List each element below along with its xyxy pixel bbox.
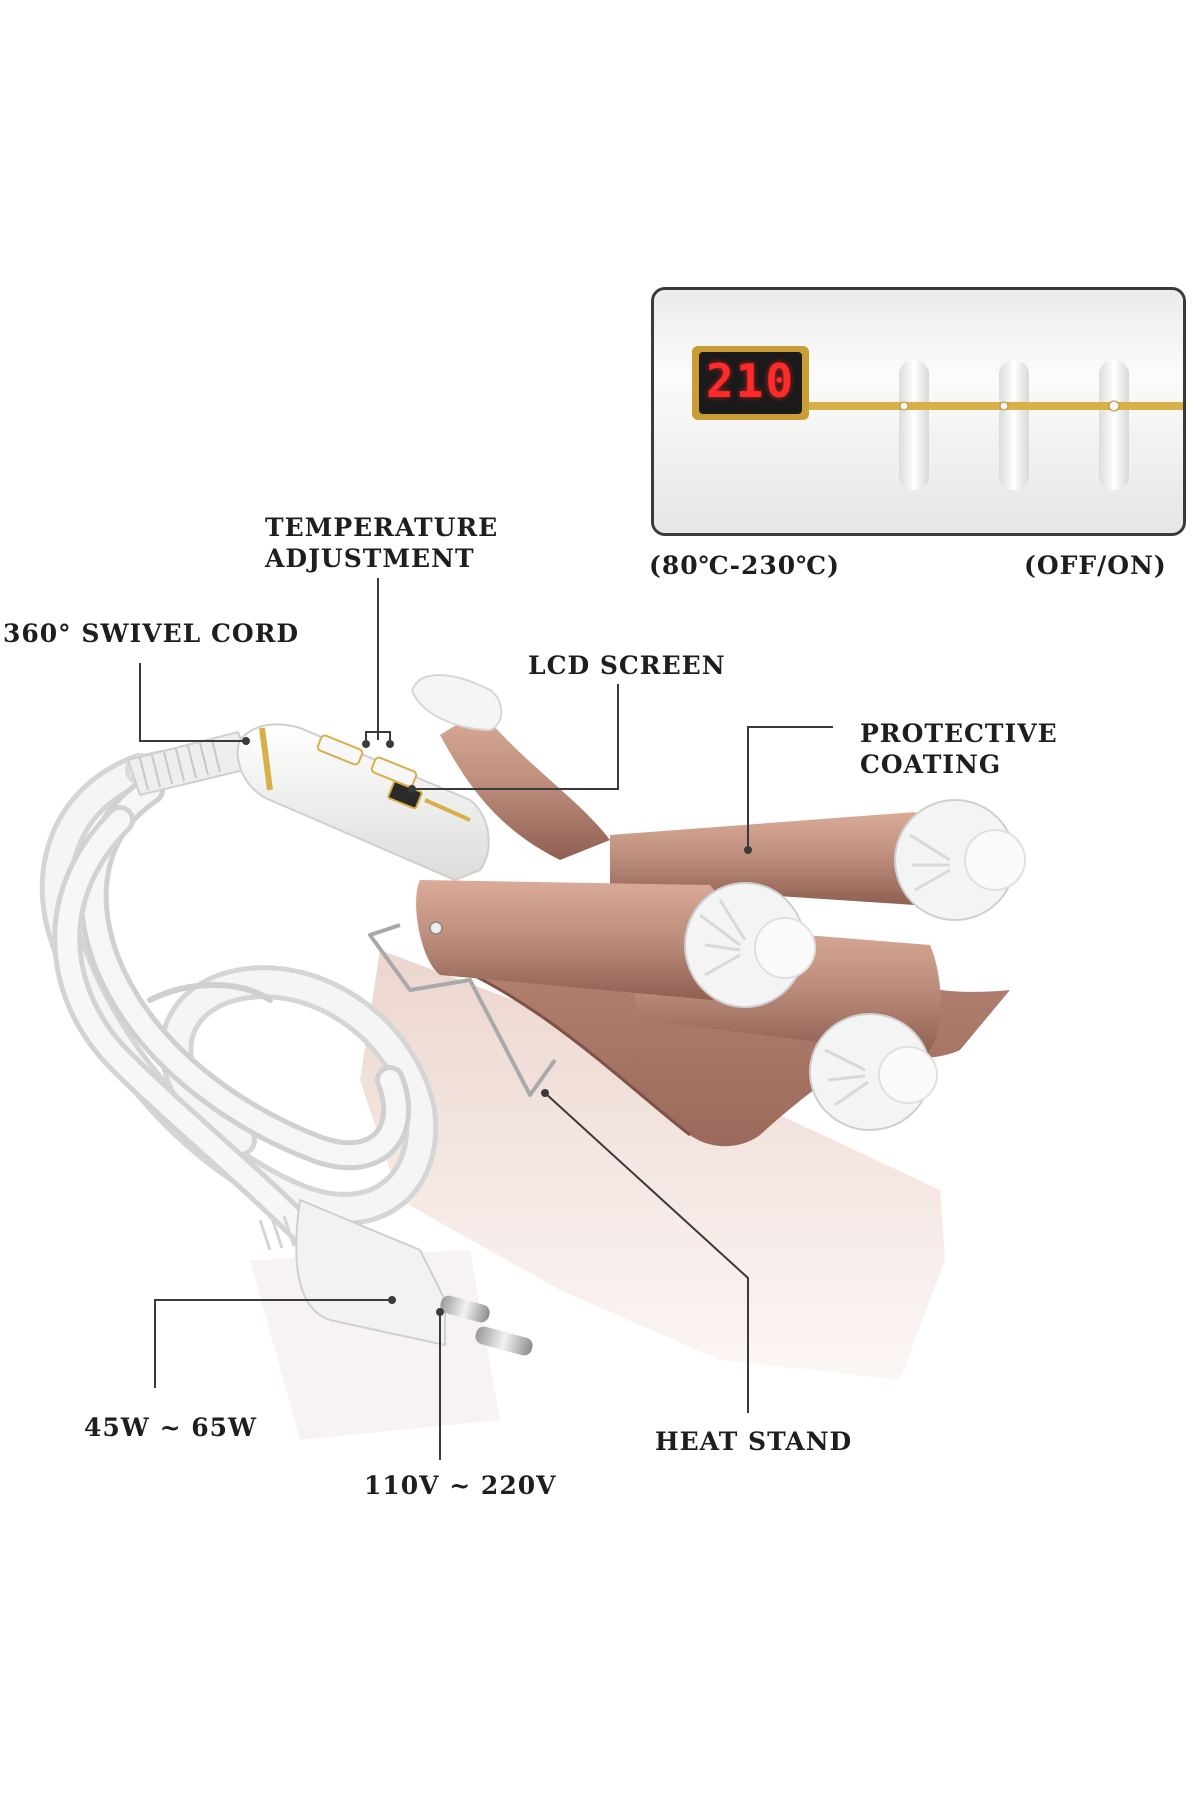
leader-swivel-cord [139, 663, 246, 742]
callout-lines [139, 578, 833, 1460]
temperature-range-label: (80℃-230℃) [649, 551, 840, 580]
protective-coating-line-1: PROTECTIVE [860, 719, 1058, 748]
leader-wattage [154, 1299, 392, 1388]
lcd-temperature-readout: 210 [705, 354, 796, 408]
cool-tip-front [684, 882, 816, 1008]
clamp-lever [410, 674, 610, 860]
protective-coating-label: PROTECTIVE COATING [860, 718, 1058, 780]
power-toggle-label: (OFF/ON) [1024, 551, 1167, 580]
swivel-cord-label: 360° SWIVEL CORD [3, 619, 300, 648]
gold-trim-bar [794, 400, 1183, 412]
inset-art [654, 290, 1183, 533]
leader-lcd-screen [412, 684, 619, 790]
lcd-closeup-inset: 210 [651, 287, 1186, 536]
leader-heat-stand [544, 1092, 749, 1413]
upper-barrel [610, 812, 929, 905]
lcd-screen-label: LCD SCREEN [528, 651, 726, 680]
barrel-reflection [360, 950, 945, 1380]
front-barrel [416, 880, 728, 1000]
heat-stand-wire [368, 923, 557, 1097]
lcd-bezel [692, 346, 809, 420]
protective-coating-line-2: COATING [860, 750, 1002, 779]
cool-tip-upper [894, 799, 1026, 921]
wattage-label: 45W ~ 65W [84, 1413, 258, 1442]
voltage-label: 110V ~ 220V [364, 1471, 557, 1500]
handle-grip-bumps [899, 360, 1129, 490]
curler-handle [236, 723, 490, 882]
leader-protective-coating [747, 726, 833, 850]
temperature-adjustment-line-2: ADJUSTMENT [265, 544, 475, 573]
temperature-adjustment-line-1: TEMPERATURE [265, 513, 499, 542]
temperature-adjustment-label: TEMPERATURE ADJUSTMENT [265, 512, 498, 574]
heat-stand-label: HEAT STAND [655, 1427, 853, 1456]
cool-tip-middle [809, 1013, 938, 1131]
